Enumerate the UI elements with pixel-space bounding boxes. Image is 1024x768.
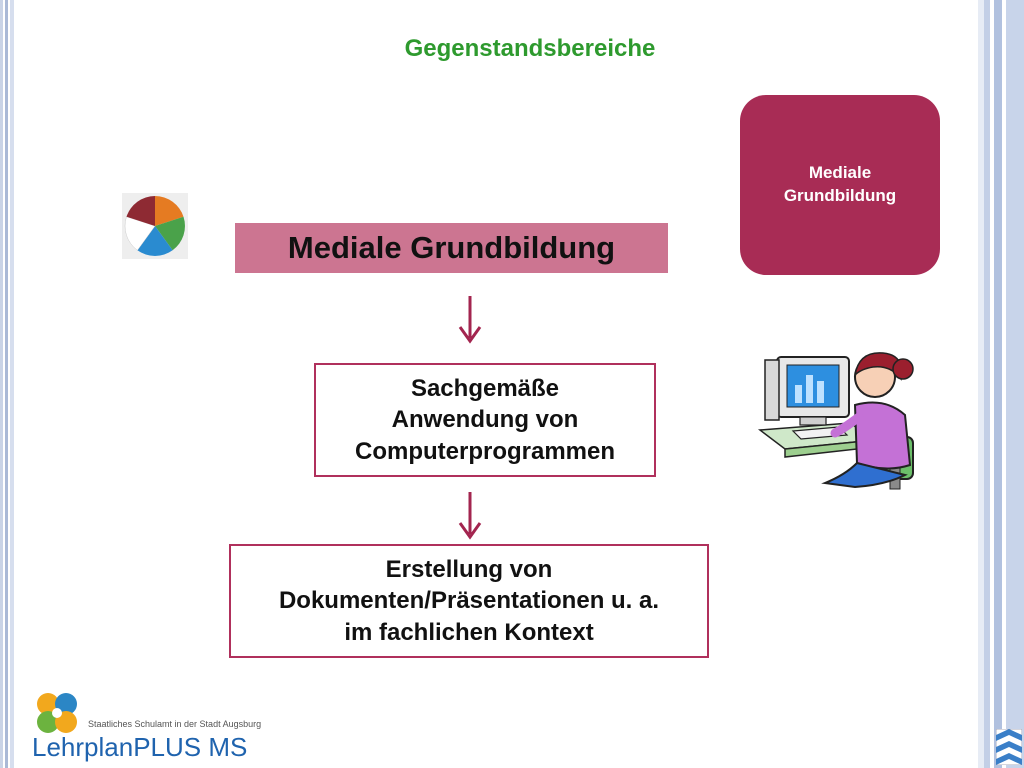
logo-caption: Staatliches Schulamt in der Stadt Augsbu…: [88, 719, 262, 729]
application-box-line3: Computerprogrammen: [354, 437, 616, 465]
slide-border-right: [978, 0, 1024, 768]
documents-box-line1: Erstellung von: [385, 556, 553, 584]
application-box-line1: Sachgemäße: [410, 375, 560, 403]
arrow-down-icon: [458, 296, 482, 344]
logo-text: LehrplanPLUS MS: [32, 732, 248, 762]
puzzle-icon: [37, 693, 77, 733]
title-bar-text: Mediale Grundbildung: [287, 230, 616, 265]
documents-box-line2: Dokumenten/Präsentationen u. a.: [278, 587, 660, 615]
arrow-down-icon: [458, 492, 482, 540]
woman-at-computer-icon: [757, 352, 914, 490]
corner-badge-line1: Mediale: [808, 163, 872, 183]
documents-box: Erstellung von Dokumenten/Präsentationen…: [229, 544, 709, 658]
slide-border-left: [0, 0, 14, 768]
application-box-line2: Anwendung von: [391, 406, 579, 434]
application-box: Sachgemäße Anwendung von Computerprogram…: [314, 363, 656, 477]
bavaria-crest-icon: [996, 729, 1022, 765]
slide-heading: Gegenstandsbereiche: [404, 35, 656, 62]
subject-wheel-icon: [122, 193, 188, 259]
corner-badge: Mediale Grundbildung: [740, 95, 940, 275]
title-bar: Mediale Grundbildung: [235, 223, 668, 273]
documents-box-line3: im fachlichen Kontext: [344, 618, 594, 646]
corner-badge-line2: Grundbildung: [783, 186, 897, 205]
